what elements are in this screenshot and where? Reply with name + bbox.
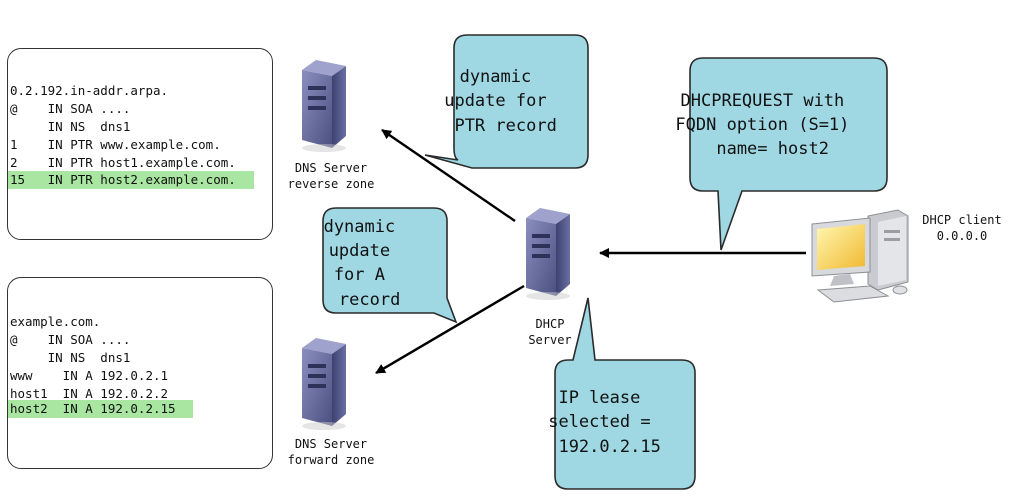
caption-line: Server [528,333,572,347]
server-tower-icon [526,208,570,300]
bubble-text: IP lease selected = 192.0.2.15 [548,388,661,457]
reverse-zone-file: 0.2.192.in-addr.arpa. @ IN SOA .... IN N… [7,48,273,240]
zone-record: @ IN SOA .... [10,101,131,116]
arrow-dhcp-to-forward-dns [375,284,525,375]
caption-line: 0.0.0.0 [936,229,988,243]
bubble-line: IP lease [558,388,640,408]
caption-line: DNS Server [294,437,368,451]
bubble-line: update for [444,91,546,111]
bubble-ip-lease [554,297,696,490]
zone-record: IN NS dns1 [10,350,131,365]
bubble-line: FQDN option (S=1) [675,115,849,135]
caption-line: reverse zone [287,177,375,191]
server-tower-icon [302,60,346,152]
bubble-line: record [339,290,400,310]
dns-forward-caption: DNS Server forward zone [276,436,386,468]
zone-record: IN NS dns1 [10,119,131,134]
caption-line: DHCP [535,317,565,331]
dhcp-client-caption: DHCP client 0.0.0.0 [910,212,1014,244]
bubble-line: dynamic [324,217,396,237]
bubble-text: DHCPREQUEST with FQDN option (S=1) name=… [0,0,901,159]
bubble-line: update [329,241,390,261]
bubble-line: for A [334,265,385,285]
bubble-line: PTR record [454,116,556,136]
server-tower-icon [302,338,346,430]
caption-line: DHCP client [922,213,1002,227]
zone-record: 1 IN PTR www.example.com. [10,137,221,152]
caption-line: forward zone [287,453,375,467]
zone-record: host1 IN A 192.0.2.2 [10,386,169,401]
forward-zone-file: example.com. @ IN SOA .... IN NS dns1 ww… [7,277,273,469]
zone-origin: 0.2.192.in-addr.arpa. [10,83,169,98]
arrow-dhcp-to-reverse-dns [381,129,516,222]
bubble-line: selected = [548,412,650,432]
zone-record: 2 IN PTR host1.example.com. [10,155,236,170]
dns-reverse-caption: DNS Server reverse zone [276,160,386,192]
bubble-a-update [322,207,458,324]
caption-line: DNS Server [294,161,368,175]
desktop-computer-icon [811,209,909,303]
zone-record: www IN A 192.0.2.1 [10,368,169,383]
dhcp-server-caption: DHCP Server [515,316,585,348]
highlighted-a-record: host2 IN A 192.0.2.15 [8,400,193,418]
bubble-text: dynamic update for A record [0,0,446,310]
zone-record: @ IN SOA .... [10,332,131,347]
bubble-line: dynamic [460,67,532,87]
bubble-dhcprequest [689,57,888,251]
bubble-line: DHCPREQUEST with [681,91,845,111]
bubble-line: 192.0.2.15 [558,437,660,457]
bubble-ptr-update [424,34,589,169]
bubble-text: dynamic update for PTR record [0,0,598,136]
bubble-line: name= host2 [716,139,829,159]
highlighted-ptr-record: 15 IN PTR host2.example.com. [8,171,254,189]
zone-origin: example.com. [10,314,101,329]
